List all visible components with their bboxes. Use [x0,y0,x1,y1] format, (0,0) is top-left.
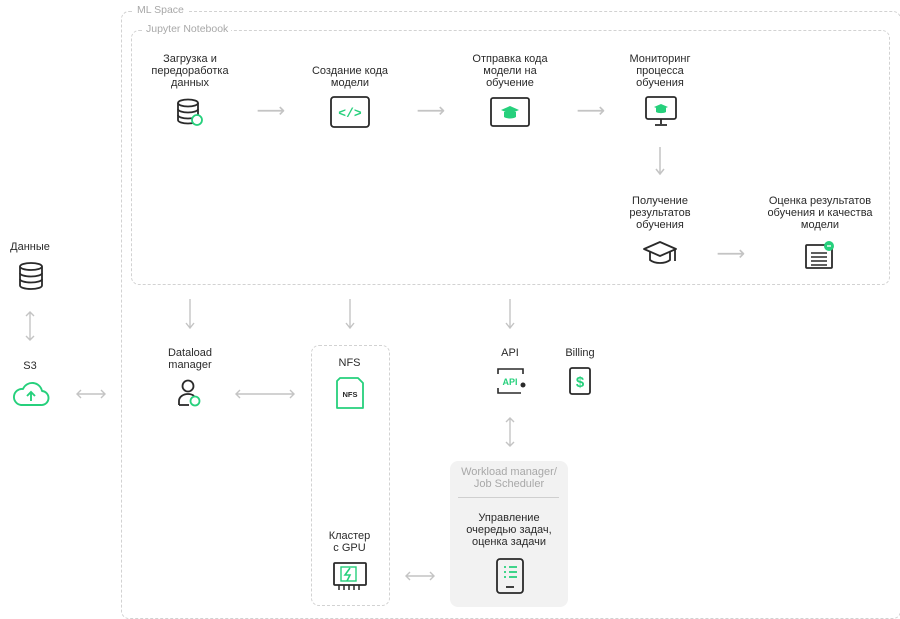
queue-management-label: Управление очередью задач, оценка задачи [466,512,552,548]
billing-label: Billing [565,347,595,359]
arrow-upload-to-code: ⟶ [256,100,286,122]
s3-label: S3 [23,360,37,372]
arrow-jupyter-to-dataload [185,299,195,330]
monitor-icon [645,96,677,126]
cloud-upload-icon [12,382,50,406]
data-label: Данные [10,241,50,253]
step-code-label: Создание кода модели [311,65,389,89]
arrow-s3-dataload [76,389,106,399]
arrow-jupyter-to-api [505,299,515,330]
database-icon-data [19,262,43,290]
arrow-data-s3 [25,311,35,341]
code-badge-text: </> [338,106,362,121]
api-label: API [501,347,519,359]
api-icon: API [497,368,526,394]
code-icon: </> [330,96,370,128]
arrow-api-workload [505,417,515,447]
jupyter-notebook-title: Jupyter Notebook [143,23,232,35]
phone-list-icon [496,558,524,594]
step-monitor-label: Мониторинг процесса обучения [629,53,691,89]
gpu-chip-icon [333,562,367,590]
database-icon [177,98,203,126]
step-evaluate-label: Оценка результатов обучения и качества м… [767,195,873,231]
api-badge-text: API [502,377,517,387]
gpu-cluster-label: Кластер с GPU [328,530,371,554]
arrow-monitor-to-results [655,147,665,176]
nfs-badge-text: NFS [343,390,358,399]
arrow-send-to-monitor: ⟶ [576,100,606,122]
arrow-gpu-workload [405,571,435,581]
graduation-cap-icon [643,241,677,264]
report-icon [805,241,834,269]
nfs-label: NFS [338,357,361,369]
arrow-code-to-send: ⟶ [416,100,446,122]
billing-icon: $ [569,367,591,395]
step-results-label: Получение результатов обучения [629,195,691,231]
nfs-gpu-frame [311,345,390,606]
workload-manager-panel [450,461,568,607]
step-upload-label: Загрузка и передоработка данных [151,53,229,89]
workload-manager-divider [458,497,559,498]
arrow-dataload-nfs [235,389,295,399]
dataload-manager-label: Dataload manager [167,347,213,371]
arrow-jupyter-to-nfs [345,299,355,330]
ml-space-title: ML Space [134,4,187,16]
arrow-results-to-evaluate: ⟶ [716,243,746,265]
user-manager-icon [178,379,201,407]
step-send-label: Отправка кода модели на обучение [472,53,548,89]
nfs-card-icon: NFS [336,377,364,409]
billing-symbol-text: $ [576,374,585,391]
workload-manager-title: Workload manager/ Job Scheduler [461,466,557,490]
jupyter-notebook-frame [131,30,890,285]
send-to-training-icon [490,97,530,127]
